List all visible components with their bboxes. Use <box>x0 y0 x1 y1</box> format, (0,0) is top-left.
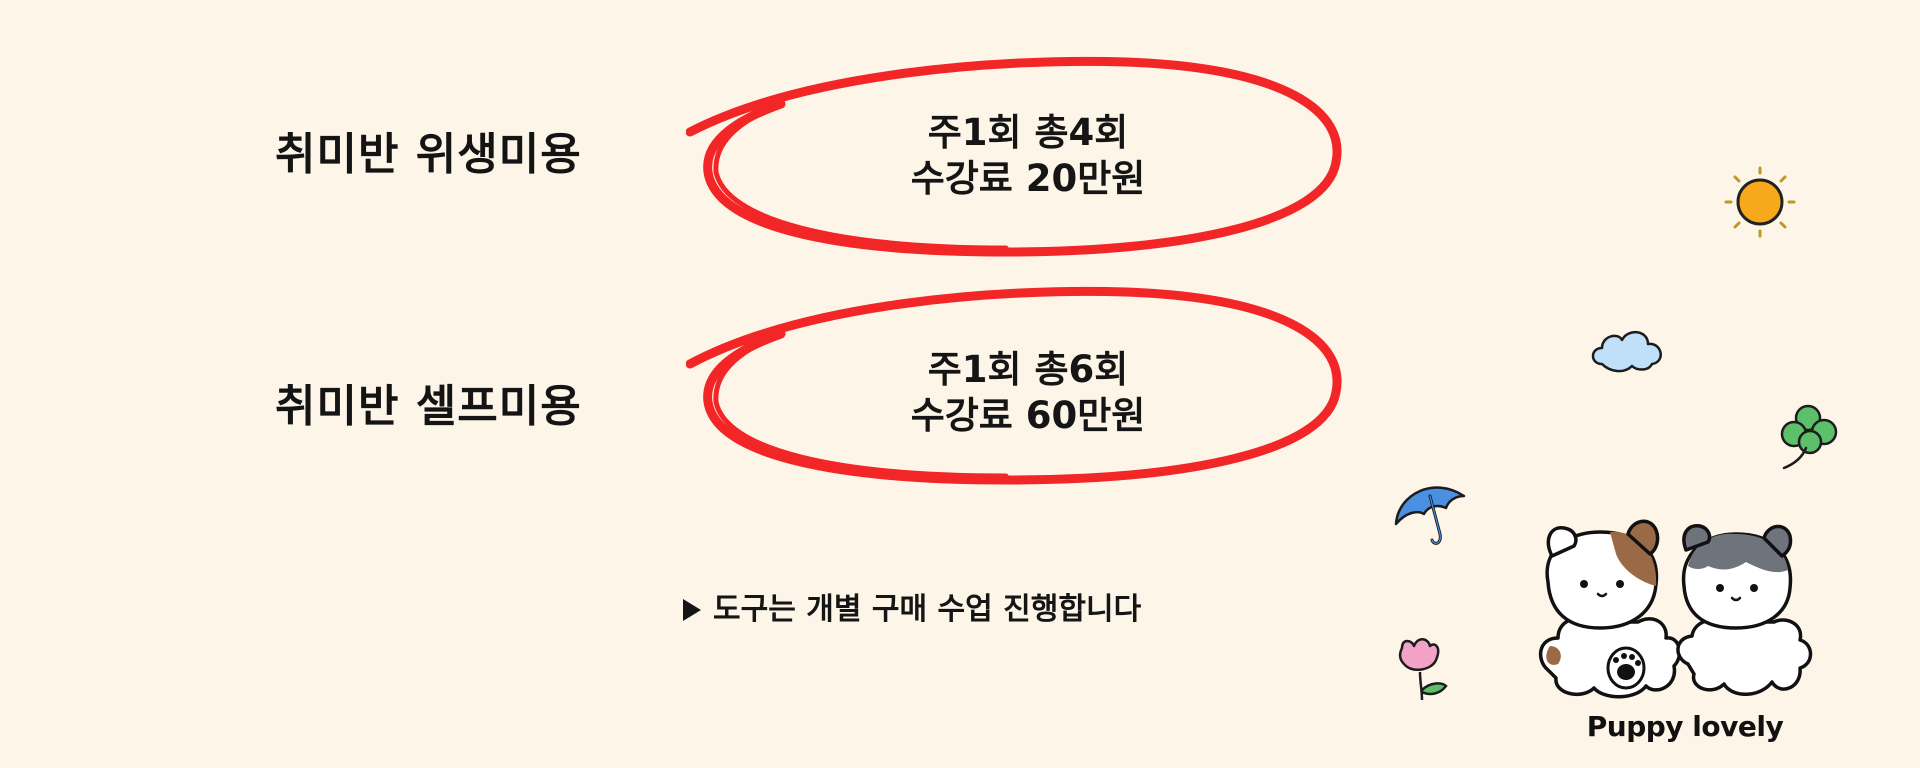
tools-notice-text: 도구는 개별 구매 수업 진행합니다 <box>713 592 1142 627</box>
tulip-icon <box>1398 638 1448 701</box>
course-name-self: 취미반 셀프미용 <box>275 381 582 432</box>
course-fee: 수강료 20만원 <box>910 157 1146 200</box>
red-circle-highlight <box>686 286 1342 485</box>
red-circle-highlight <box>686 56 1342 257</box>
puppies-illustration <box>1538 519 1813 699</box>
play-triangle-icon <box>683 599 701 621</box>
course-fee: 수강료 60만원 <box>910 394 1146 437</box>
cloud-icon <box>1591 331 1662 373</box>
clover-icon <box>1780 404 1838 470</box>
course-name-hygiene: 취미반 위생미용 <box>275 129 582 180</box>
course-info-self: 주1회 총6회 수강료 60만원 <box>850 347 1206 439</box>
tools-notice: 도구는 개별 구매 수업 진행합니다 <box>683 584 1141 628</box>
umbrella-icon <box>1394 486 1466 545</box>
brand-logo-text: Puppy lovely <box>1586 710 1784 743</box>
sun-icon <box>1724 166 1796 238</box>
course-frequency: 주1회 총6회 <box>927 348 1129 391</box>
course-info-hygiene: 주1회 총4회 수강료 20만원 <box>850 110 1206 202</box>
course-frequency: 주1회 총4회 <box>927 111 1129 154</box>
